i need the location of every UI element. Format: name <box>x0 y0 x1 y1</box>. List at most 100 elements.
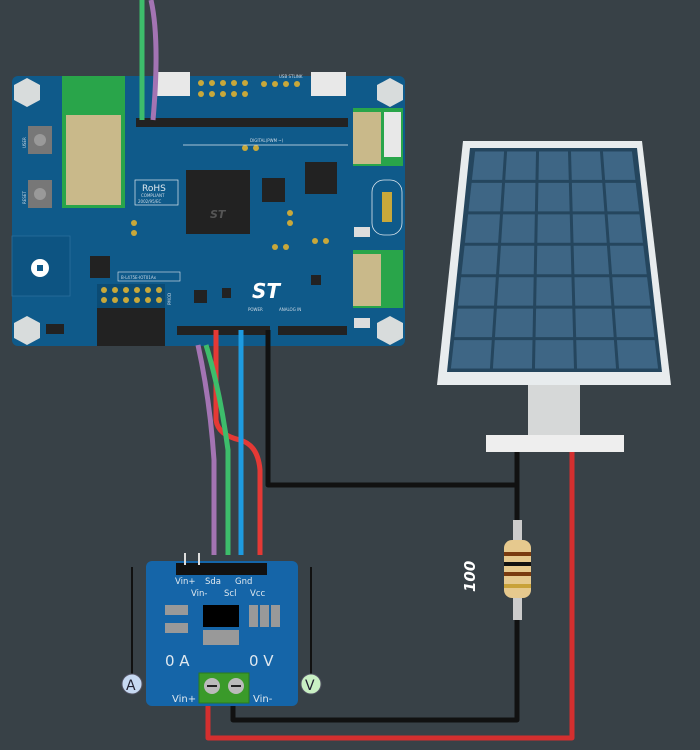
digital-header-label: DIGITAL(PWM ~) <box>250 138 284 143</box>
solar-cell <box>570 151 603 180</box>
solar-cell <box>505 151 537 180</box>
led <box>354 318 370 328</box>
stm32-board[interactable]: USB STLINK DIGITAL(PWM ~) POWER ANALOG I… <box>11 72 405 346</box>
pin-label-vin-minus: Vin- <box>191 589 207 599</box>
solar-cells <box>450 151 659 369</box>
solar-cell <box>537 182 570 212</box>
rohs-directive-label: 2002/95/EC <box>138 199 161 204</box>
resistor-value: 100 <box>461 561 479 592</box>
solar-cell <box>571 182 605 212</box>
mount-hole <box>377 78 403 107</box>
digital-header-left <box>136 118 348 127</box>
solar-cell <box>534 340 575 369</box>
solar-cell <box>575 308 614 338</box>
solar-cell <box>536 277 573 306</box>
wire-sda <box>195 344 217 555</box>
chip <box>311 275 321 285</box>
pin-label-gnd: Gnd <box>235 577 252 587</box>
terminal-label-vin-plus: Vin+ <box>172 694 196 705</box>
solar-cell <box>602 151 636 180</box>
mount-hole <box>377 316 403 345</box>
solar-panel[interactable] <box>437 141 671 452</box>
ina219-sensor[interactable]: Vin+ Sda Gnd Vin- Scl Vcc 0 A 0 V Vin+ V… <box>121 553 322 706</box>
solar-cell <box>605 182 640 212</box>
pmod-label: PMOD <box>167 293 172 305</box>
solar-cell <box>614 308 655 338</box>
solar-cell <box>492 340 533 369</box>
rohs-label: RoHS <box>142 184 166 194</box>
solar-cell <box>536 245 572 275</box>
solar-cell <box>461 245 498 275</box>
led <box>354 227 370 237</box>
solar-cell <box>616 340 659 369</box>
solar-cell <box>576 340 617 369</box>
wire-vin-plus <box>205 452 575 741</box>
solar-cell <box>574 277 612 306</box>
solar-cell <box>538 151 569 180</box>
solar-cell <box>535 308 574 338</box>
mcu-logo: ST <box>210 208 227 221</box>
power-header <box>177 326 270 335</box>
voltmeter-label: V <box>305 678 315 694</box>
pin-label-sda: Sda <box>205 577 221 587</box>
panel-base <box>486 435 624 452</box>
power-header-label: POWER <box>248 307 263 312</box>
solar-cell <box>471 151 505 180</box>
solar-cell <box>468 182 503 212</box>
usb-connector <box>155 72 190 96</box>
solar-cell <box>607 214 643 243</box>
solar-cell <box>573 245 610 275</box>
pin-header <box>176 563 267 575</box>
solar-cell <box>537 214 571 243</box>
usb-stlink-label: USB STLINK <box>279 74 303 79</box>
chip <box>262 178 285 202</box>
ammeter-probe[interactable] <box>121 673 143 695</box>
rohs-badge <box>134 179 179 206</box>
ammeter-label: A <box>126 678 136 694</box>
pin-label-scl: Scl <box>224 589 236 599</box>
current-reading: 0 A <box>165 652 190 670</box>
mount-hole <box>14 316 40 345</box>
solar-cell <box>609 245 647 275</box>
jumper-pads <box>131 80 329 250</box>
terminal-label-vin-minus: Vin- <box>253 694 273 705</box>
mount-hole <box>14 78 40 107</box>
solar-cell <box>501 214 535 243</box>
solar-cell <box>454 308 494 338</box>
pin-label-vin-plus: Vin+ <box>175 577 196 587</box>
analog-header-label: ANALOG IN <box>279 307 301 312</box>
voltage-reading: 0 V <box>249 652 274 670</box>
user-button-label: USER <box>22 137 27 148</box>
pin-label-vcc: Vcc <box>250 589 265 599</box>
digital-header-right <box>256 118 348 127</box>
chip <box>46 324 64 334</box>
solar-cell <box>503 182 536 212</box>
stmod-connector <box>371 179 403 236</box>
rohs-compliant-label: COMPLIANT <box>141 193 165 198</box>
solar-cell <box>457 277 496 306</box>
resistor[interactable]: 100 <box>461 520 531 620</box>
solar-cell <box>499 245 535 275</box>
wire-scl <box>203 344 231 555</box>
board-name-label: B-L475E-IOT01Ax <box>121 275 157 280</box>
solar-cell <box>612 277 651 306</box>
solar-cell <box>572 214 607 243</box>
usb-stlink-connector <box>311 72 346 96</box>
reset-button-label: RESET <box>22 191 27 204</box>
analog-header <box>278 326 347 335</box>
mcu-chip <box>186 170 250 234</box>
solar-cell <box>464 214 500 243</box>
voltmeter-probe[interactable] <box>300 673 322 695</box>
solar-cell <box>494 308 534 338</box>
wire-sda-top <box>148 0 159 121</box>
chip <box>194 290 207 303</box>
wire-vcc <box>213 330 263 555</box>
chip <box>90 256 110 278</box>
panel-stand <box>528 385 580 435</box>
chip <box>305 162 337 194</box>
chip <box>222 288 231 298</box>
solar-cell <box>497 277 534 306</box>
solar-cell <box>450 340 492 369</box>
